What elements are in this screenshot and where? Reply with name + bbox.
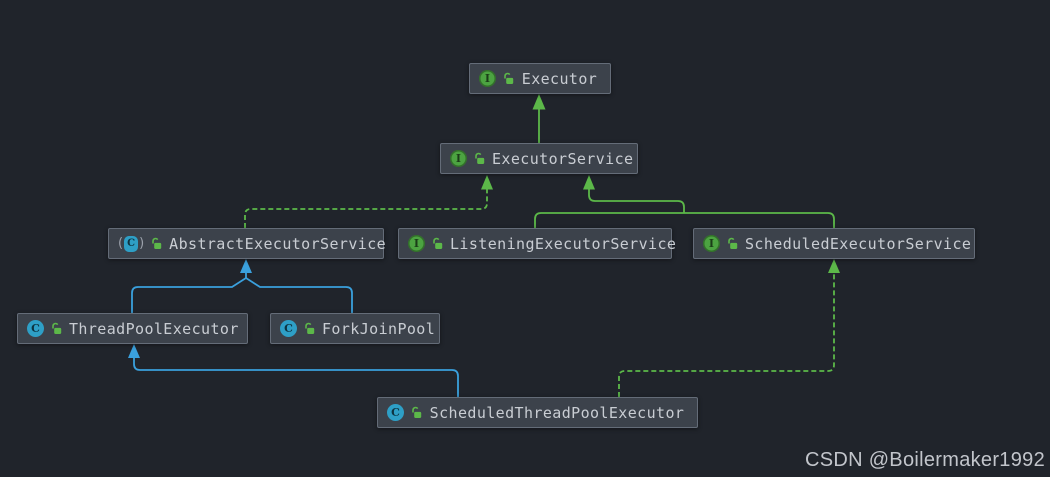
- edge-listening-and-scheduled-extend-executorservice: [534, 175, 835, 228]
- class-node-scheduled-thread-pool-executor[interactable]: C ScheduledThreadPoolExecutor: [377, 397, 698, 428]
- class-node-executor-service[interactable]: I ExecutorService: [440, 143, 638, 174]
- public-lock-icon: [50, 322, 63, 335]
- public-lock-icon: [502, 72, 515, 85]
- edge-scheduledthreadpool-extends-threadpoolexecutor: [128, 344, 459, 397]
- class-node-abstract-executor-service[interactable]: ( C ) AbstractExecutorService: [108, 228, 386, 259]
- interface-icon: I: [408, 235, 425, 252]
- interface-icon: I: [450, 150, 467, 167]
- watermark: CSDN @Boilermaker1992: [804, 449, 1045, 471]
- class-name-label: Executor: [521, 69, 598, 88]
- class-name-label: ScheduledThreadPoolExecutor: [429, 403, 685, 422]
- edge-executorservice-extends-executor: [532, 94, 546, 143]
- public-lock-icon: [431, 237, 444, 250]
- public-lock-icon: [410, 406, 423, 419]
- class-icon: C: [280, 320, 297, 337]
- class-node-scheduled-executor-service[interactable]: I ScheduledExecutorService: [693, 228, 975, 259]
- public-lock-icon: [473, 152, 486, 165]
- class-node-executor[interactable]: I Executor: [469, 63, 611, 94]
- class-icon: C: [387, 404, 404, 421]
- class-name-label: ForkJoinPool: [322, 319, 436, 338]
- class-name-label: ExecutorService: [492, 149, 634, 168]
- abstract-class-icon: ( C ): [118, 235, 145, 252]
- interface-icon: I: [479, 70, 496, 87]
- public-lock-icon: [303, 322, 316, 335]
- class-name-label: ListeningExecutorService: [450, 234, 677, 253]
- public-lock-icon: [726, 237, 739, 250]
- interface-icon: I: [703, 235, 720, 252]
- class-name-label: ScheduledExecutorService: [745, 234, 972, 253]
- class-icon: C: [27, 320, 44, 337]
- edge-abstractexecutorservice-implements-executorservice: [244, 175, 493, 228]
- class-node-thread-pool-executor[interactable]: C ThreadPoolExecutor: [17, 313, 248, 344]
- public-lock-icon: [150, 237, 163, 250]
- class-node-fork-join-pool[interactable]: C ForkJoinPool: [270, 313, 440, 344]
- edge-threadpool-and-forkjoin-extend-abstractexecutorservice: [131, 259, 353, 313]
- edge-scheduledthreadpool-implements-scheduledexecutorservice: [618, 259, 840, 397]
- class-name-label: ThreadPoolExecutor: [69, 319, 239, 338]
- class-name-label: AbstractExecutorService: [169, 234, 387, 253]
- class-node-listening-executor-service[interactable]: I ListeningExecutorService: [398, 228, 676, 259]
